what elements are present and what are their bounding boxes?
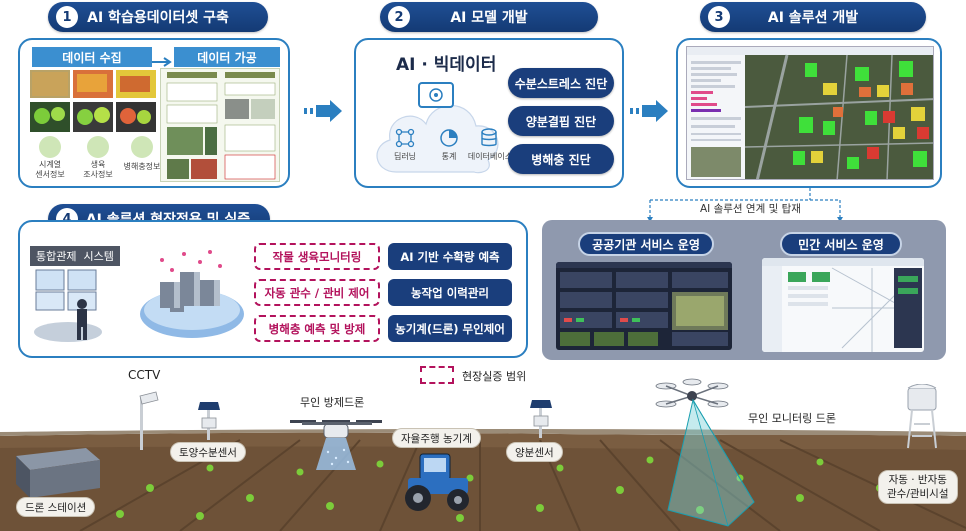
step-2-number: 2	[388, 6, 410, 28]
processed-data-sheet	[160, 68, 280, 182]
deep-learning-label: 딥러닝	[393, 152, 417, 161]
step-2-label: AI 모델 개발	[450, 10, 528, 26]
nutrient-sensor-icon	[528, 398, 554, 446]
soil-sensor-icon	[196, 400, 222, 448]
irrigation-facility-label: 자동 · 반자동 관수/관비시설	[878, 470, 958, 504]
step-3-title: 3 AI 솔루션 개발	[700, 2, 926, 32]
cctv-label: CCTV	[128, 368, 161, 382]
private-service-label: 민간 서비스 운영	[780, 232, 902, 256]
water-stress-diagnosis: 수분스트레스 진단	[508, 68, 614, 98]
pest-prediction-control: 병해충 예측 및 방제	[254, 315, 380, 342]
step-2-to-3-arrow	[630, 100, 670, 126]
pest-icon	[131, 136, 153, 158]
data-process-chip: 데이터 가공	[174, 47, 280, 67]
step-1-label: AI 학습용데이터셋 구축	[87, 10, 229, 26]
database-icon	[480, 128, 498, 152]
auto-irrigation-control: 자동 관수 / 관비 제어	[254, 279, 380, 306]
public-dashboard-screenshot	[556, 262, 732, 350]
step-2-title: 2 AI 모델 개발	[380, 2, 598, 32]
field-scope-legend-box	[420, 366, 454, 384]
monitoring-drone-label: 무인 모니터링 드론	[748, 412, 836, 425]
monitoring-drone-icon	[654, 376, 730, 422]
sensor-source-label: 시계열 센서정보	[35, 160, 65, 179]
data-process-label: 데이터 가공	[197, 50, 257, 65]
solution-map-screenshot	[686, 46, 934, 180]
growth-source-label: 생육 조사정보	[83, 160, 113, 179]
tractor-label: 자율주행 농기계	[392, 428, 481, 448]
monitoring-scan-area	[666, 398, 756, 531]
collect-arrow	[152, 52, 174, 67]
irrigation-tower-icon	[904, 383, 940, 454]
pie-chart-icon	[439, 128, 459, 152]
ai-yield-prediction: AI 기반 수확량 예측	[388, 243, 512, 270]
pest-diagnosis: 병해충 진단	[508, 144, 614, 174]
growth-source	[80, 136, 116, 158]
field-scope-legend-label: 현장실증 범위	[462, 370, 527, 383]
sensor-source	[32, 136, 68, 158]
nutrient-deficiency-diagnosis: 양분결핍 진단	[508, 106, 614, 136]
step-1-to-2-arrow	[304, 100, 344, 126]
crop-growth-monitoring: 작물 생육모니터링	[254, 243, 380, 270]
pest-source-label: 병해충정보	[123, 162, 161, 171]
machinery-drone-control: 농기계(드론) 무인제어	[388, 315, 512, 342]
deep-learning-icon	[395, 128, 415, 152]
model-heading: AI · 빅데이터	[396, 55, 497, 75]
solution-link-connector	[640, 188, 850, 226]
farm-work-history: 농작업 이력관리	[388, 279, 512, 306]
field-imagery-grid	[30, 70, 156, 132]
step-3-label: AI 솔루션 개발	[767, 10, 859, 26]
soil-sensor-label: 토양수분센서	[170, 442, 246, 462]
data-collect-label: 데이터 수집	[62, 50, 122, 65]
spray-drone-label: 무인 방제드론	[300, 396, 365, 409]
step-1-number: 1	[56, 6, 78, 28]
autonomous-tractor-icon	[398, 452, 478, 516]
smart-city-illustration	[140, 236, 248, 348]
data-collect-chip: 데이터 수집	[32, 47, 152, 67]
cctv-camera-icon	[134, 390, 160, 454]
control-system-label: 통합관제 시스템	[30, 246, 120, 266]
private-app-screenshot	[762, 258, 924, 352]
step-3-number: 3	[708, 6, 730, 28]
statistics-label: 통계	[441, 152, 457, 161]
drone-station-label: 드론 스테이션	[16, 497, 96, 517]
database-label: 데이터베이스	[467, 152, 513, 161]
drone-station-illustration	[10, 444, 104, 504]
control-room-illustration	[28, 266, 118, 346]
brain-chip-icon	[418, 82, 454, 108]
step-1-title: 1 AI 학습용데이터셋 구축	[48, 2, 268, 32]
nutrient-sensor-label: 양분센서	[506, 442, 563, 462]
spray-drone-icon	[288, 412, 384, 474]
public-service-label: 공공기관 서비스 운영	[578, 232, 714, 256]
sensor-icon	[39, 136, 61, 158]
pest-source	[124, 136, 160, 158]
growth-icon	[87, 136, 109, 158]
solution-link-label: AI 솔루션 연계 및 탑재	[694, 201, 807, 216]
